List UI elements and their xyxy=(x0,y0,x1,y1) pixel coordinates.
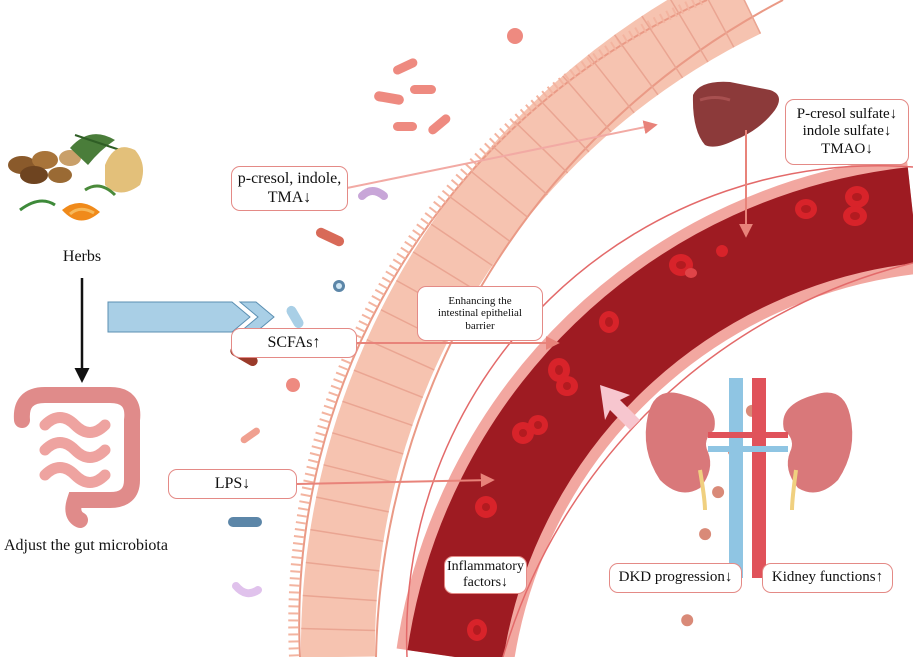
barrier-line3: barrier xyxy=(465,319,495,332)
metabolites-line2: TMA↓ xyxy=(267,188,312,206)
metabolites-line1: p-cresol, indole, xyxy=(237,170,342,188)
lps-box: LPS↓ xyxy=(168,469,297,499)
liver-products-box: P-cresol sulfate↓indole sulfate↓TMAO↓ xyxy=(785,99,909,165)
metabolites-box: p-cresol, indole,TMA↓ xyxy=(231,166,348,211)
kidney-functions-box: Kidney functions↑ xyxy=(762,563,893,593)
liver-products-line2: indole sulfate↓ xyxy=(802,123,892,140)
kidney-illustration xyxy=(645,378,853,578)
pink-arrow-to-kidneys xyxy=(600,385,640,430)
herbs-illustration xyxy=(8,134,144,221)
liver-products-line1: P-cresol sulfate↓ xyxy=(796,106,898,123)
epithelial-nucleus xyxy=(712,486,725,499)
red-blood-cells xyxy=(460,186,869,641)
lps-arrow xyxy=(296,473,495,488)
dkd-progression-box: DKD progression↓ xyxy=(609,563,742,593)
scfas-box: SCFAs↑ xyxy=(231,328,357,358)
barrier-line1: Enhancing the xyxy=(448,294,512,307)
liver-products-line3: TMAO↓ xyxy=(821,140,873,157)
inflammatory-line2: factors↓ xyxy=(462,575,509,590)
metabolites-to-liver-arrow xyxy=(346,120,658,189)
scfas-label: SCFAs↑ xyxy=(267,333,321,351)
herbs-label: Herbs xyxy=(62,248,102,265)
gut-microbiota-caption: Adjust the gut microbiota xyxy=(4,537,168,554)
lps-label: LPS↓ xyxy=(214,474,251,492)
intestine-illustration xyxy=(13,387,141,528)
liver-illustration xyxy=(692,81,779,147)
epithelial-nucleus xyxy=(699,528,712,541)
connector-arrows xyxy=(296,120,753,488)
inflammatory-line1: Inflammatory xyxy=(447,558,524,574)
dkd-progression-label: DKD progression↓ xyxy=(618,569,733,586)
chevron-arrow xyxy=(107,301,275,333)
epithelial-nucleus xyxy=(681,614,694,627)
kidney-functions-label: Kidney functions↑ xyxy=(771,569,884,586)
barrier-line2: intestinal epithelial xyxy=(437,307,522,320)
